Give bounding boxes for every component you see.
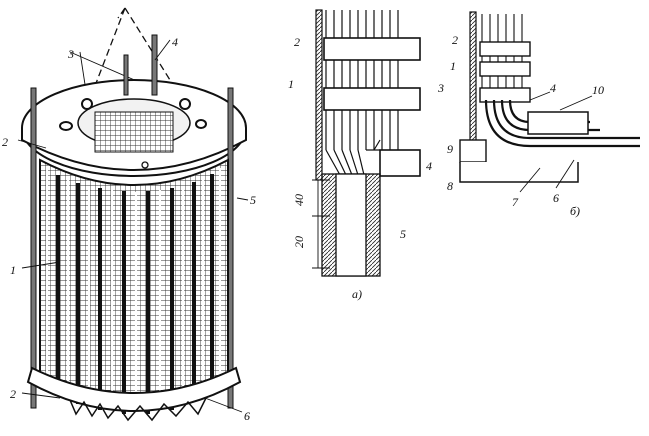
bottom-pressing-ring (26, 366, 242, 422)
detail-a-figure: 2 1 3 4 5 40 20 а) (288, 9, 444, 301)
callout-a-1: 1 (288, 77, 294, 91)
clamp-block (527, 111, 589, 135)
spacer-blocks (323, 37, 421, 177)
winding-cylinder-figure: 3 4 2 5 1 2 6 (2, 7, 256, 423)
caption-a: а) (352, 287, 362, 301)
callout-b-2: 2 (452, 33, 458, 47)
callout-5: 5 (250, 193, 256, 207)
callout-3: 3 (67, 47, 74, 61)
callout-b-4: 4 (550, 81, 556, 95)
callout-b-10: 10 (592, 83, 604, 97)
detail-b-figure: 2 1 4 10 9 8 7 6 б) (447, 11, 640, 218)
callout-a-5: 5 (400, 227, 406, 241)
callout-b-8: 8 (447, 179, 453, 193)
callout-b-7: 7 (512, 195, 519, 209)
callout-2-top: 2 (2, 135, 8, 149)
callout-b-6: 6 (553, 191, 559, 205)
callout-4: 4 (172, 35, 178, 49)
callout-2-bottom: 2 (10, 387, 16, 401)
tap-lead-bend (325, 139, 381, 176)
caption-b: б) (570, 204, 580, 218)
callout-b-1: 1 (450, 59, 456, 73)
callout-1: 1 (10, 263, 16, 277)
callout-6: 6 (244, 409, 250, 423)
callout-a-3: 3 (437, 81, 444, 95)
inner-bore (94, 111, 174, 153)
winding-body (39, 158, 229, 415)
dimension-20: 20 (292, 236, 306, 248)
callout-a-2: 2 (294, 35, 300, 49)
conductor-strands (325, 10, 399, 150)
callout-a-4: 4 (426, 159, 432, 173)
lifting-eyes (59, 98, 208, 169)
left-leader-lines (17, 39, 249, 413)
dimension-40: 40 (292, 194, 306, 206)
dimension-lines (312, 179, 330, 269)
callout-b-9: 9 (447, 142, 453, 156)
